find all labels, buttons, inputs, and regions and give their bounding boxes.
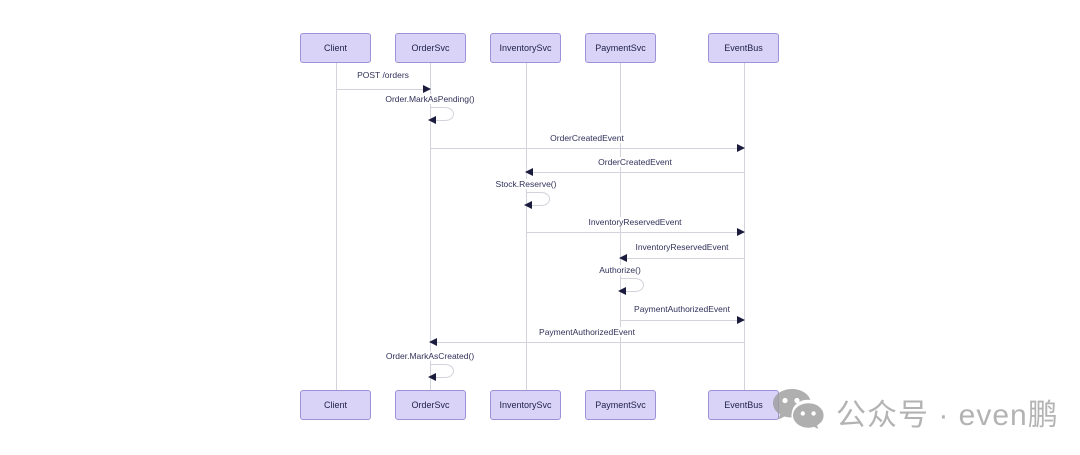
arrowhead-right-icon [423, 85, 431, 93]
participant-label: OrderSvc [411, 400, 450, 410]
participant-paymentsvc-bottom: PaymentSvc [585, 390, 656, 420]
message-label: Stock.Reserve() [493, 179, 559, 189]
message-label: Order.MarkAsCreated() [383, 351, 477, 361]
message-label: InventoryReservedEvent [586, 217, 684, 227]
participant-label: PaymentSvc [595, 400, 646, 410]
lifeline-ordersvc [430, 63, 431, 390]
participant-label: EventBus [724, 400, 763, 410]
message-label: OrderCreatedEvent [548, 133, 626, 143]
arrowhead-left-icon [429, 338, 437, 346]
arrowhead-left-icon [525, 168, 533, 176]
message-label: POST /orders [355, 70, 411, 80]
message-label: PaymentAuthorizedEvent [632, 304, 732, 314]
participant-label: Client [323, 43, 347, 53]
participant-inventorysvc-top: InventorySvc [490, 33, 561, 63]
arrowhead-right-icon [737, 144, 745, 152]
arrowhead-right-icon [737, 228, 745, 236]
arrowhead-left-icon [428, 116, 436, 124]
arrowhead-left-icon [428, 373, 436, 381]
message-arrow [526, 228, 745, 236]
participant-client-bottom: Client [300, 390, 371, 420]
participant-client-top: Client [300, 33, 371, 63]
message-arrow [429, 338, 744, 346]
message-arrow [525, 168, 744, 176]
participant-label: InventorySvc [499, 43, 552, 53]
wechat-icon [773, 389, 826, 433]
arrowhead-right-icon [737, 316, 745, 324]
participant-label: InventorySvc [499, 400, 552, 410]
message-arrow [430, 144, 745, 152]
message-arrow [620, 316, 745, 324]
participant-label: PaymentSvc [595, 43, 646, 53]
participant-label: Client [323, 400, 347, 410]
lifeline-eventbus [744, 63, 745, 390]
participant-inventorysvc-bottom: InventorySvc [490, 390, 561, 420]
participant-label: EventBus [724, 43, 763, 53]
self-loop [428, 364, 454, 381]
message-label: OrderCreatedEvent [596, 157, 674, 167]
participant-eventbus-top: EventBus [708, 33, 779, 63]
participant-eventbus-bottom: EventBus [708, 390, 779, 420]
self-loop [428, 107, 454, 124]
arrowhead-left-icon [618, 287, 626, 295]
lifeline-inventorysvc [526, 63, 527, 390]
arrowhead-left-icon [619, 254, 627, 262]
self-loop [618, 278, 644, 295]
self-loop [524, 192, 550, 209]
message-arrow [336, 85, 431, 93]
message-label: PaymentAuthorizedEvent [537, 327, 637, 337]
message-arrow [619, 254, 744, 262]
arrowhead-left-icon [524, 201, 532, 209]
participant-paymentsvc-top: PaymentSvc [585, 33, 656, 63]
message-label: Order.MarkAsPending() [383, 94, 477, 104]
message-label: Authorize() [597, 265, 643, 275]
lifeline-client [336, 63, 337, 390]
participant-label: OrderSvc [411, 43, 450, 53]
watermark-text: 公众号 · even鹏 [836, 399, 1059, 432]
participant-ordersvc-bottom: OrderSvc [395, 390, 466, 420]
message-label: InventoryReservedEvent [633, 242, 731, 252]
participant-ordersvc-top: OrderSvc [395, 33, 466, 63]
watermark: 公众号 · even鹏 [768, 386, 1059, 438]
